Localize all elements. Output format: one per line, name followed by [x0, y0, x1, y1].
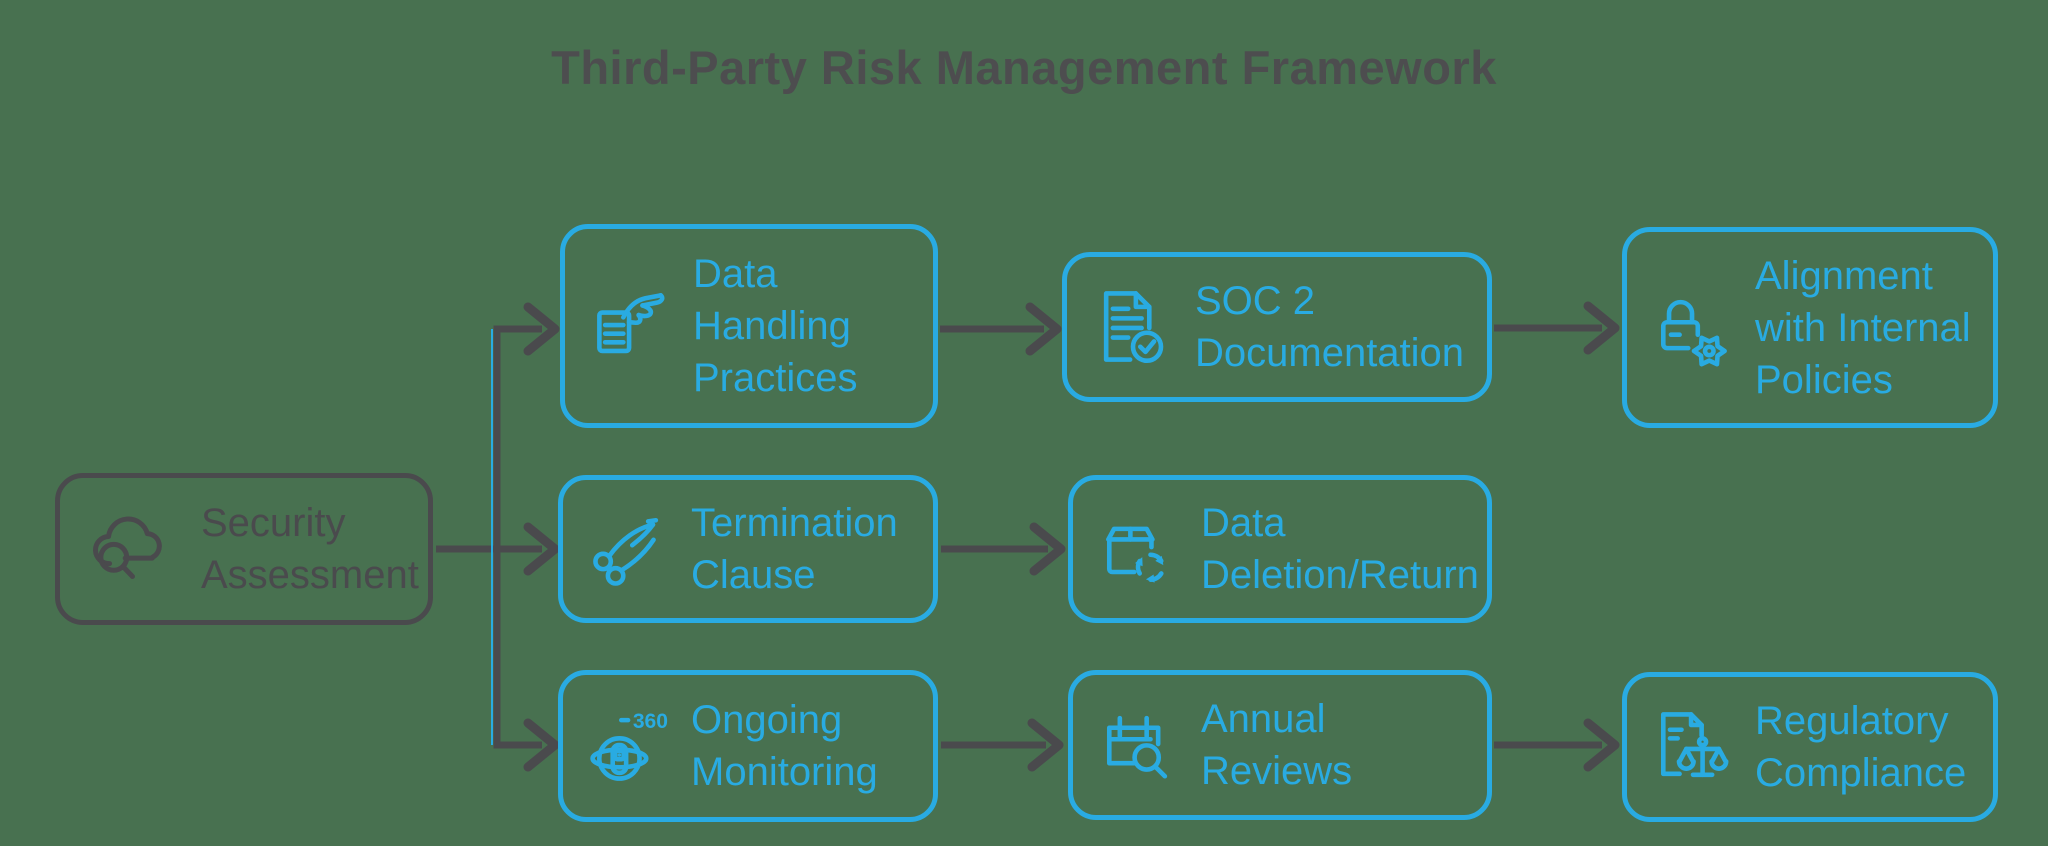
document-scales-icon [1660, 712, 1729, 778]
node-label: Alignment with Internal Policies [1755, 250, 1971, 406]
node-data-deletion-return: Data Deletion/Return [1068, 475, 1492, 623]
arrow-row1-col3-col4 [1494, 301, 1620, 355]
arrow-trunk-to-row1 [523, 302, 560, 356]
lock-gear-icon [1660, 299, 1727, 367]
hand-document-icon [597, 293, 665, 354]
label-line: Ongoing [691, 698, 843, 742]
label-line: Annual [1201, 697, 1326, 741]
scissors-icon [593, 517, 659, 586]
node-ongoing-monitoring: 360 Ongoing Monitoring [558, 670, 938, 822]
arrow-security-to-row2 [436, 522, 560, 576]
package-recycle-icon [1106, 526, 1164, 583]
label-line: Handling [693, 304, 851, 348]
node-annual-reviews: Annual Reviews [1068, 670, 1492, 820]
node-label: Annual Reviews [1201, 693, 1352, 797]
page-title: Third-Party Risk Management Framework [551, 41, 1497, 94]
label-line: Regulatory [1755, 699, 1949, 743]
label-line: Termination [691, 501, 898, 545]
label-line: with Internal [1755, 305, 1971, 350]
label-line: Documentation [1195, 331, 1465, 375]
document-check-icon [1103, 291, 1164, 364]
recycle-arrows [1135, 552, 1164, 583]
label-line: SOC 2 [1195, 279, 1316, 323]
label-line: Alignment [1755, 253, 1933, 298]
node-security-assessment: Security Assessment [55, 473, 433, 625]
arrow-row2-col2-col3 [941, 522, 1066, 576]
arrow-trunk-to-row3 [523, 718, 560, 772]
label-line: Data [1201, 501, 1286, 545]
label-line: Clause [691, 553, 816, 597]
calendar-search-icon [1106, 715, 1168, 779]
node-label: SOC 2 Documentation [1195, 275, 1464, 379]
label-line: Compliance [1755, 751, 1967, 795]
node-label: Data Handling Practices [693, 248, 858, 404]
node-alignment-internal-policies: Alignment with Internal Policies [1622, 227, 1998, 428]
label-line: Monitoring [691, 750, 878, 794]
label-line: Reviews [1201, 749, 1353, 793]
label-line: Deletion/Return [1201, 553, 1479, 597]
label-line: Policies [1755, 357, 1893, 402]
cloud-search-icon [93, 516, 162, 580]
branch-trunk [491, 325, 542, 749]
node-label: Data Deletion/Return [1201, 497, 1479, 601]
node-label: Ongoing Monitoring [691, 694, 878, 798]
node-label: Regulatory Compliance [1755, 695, 1966, 799]
arrow-row1-col2-col3 [940, 302, 1062, 356]
badge-360: 360 [633, 710, 668, 733]
node-termination-clause: Termination Clause [558, 475, 938, 623]
label-line: Data [693, 252, 778, 296]
arrow-row3-col3-col4 [1494, 718, 1620, 772]
label-line: Security [201, 501, 346, 545]
node-label: Termination Clause [691, 497, 898, 601]
node-data-handling-practices: Data Handling Practices [560, 224, 938, 428]
arrow-row3-col2-col3 [941, 718, 1064, 772]
label-line: Practices [693, 356, 858, 400]
node-label: Security Assessment [201, 497, 419, 601]
node-soc2-documentation: SOC 2 Documentation [1062, 252, 1492, 402]
globe-360-icon: 360 [590, 710, 668, 781]
label-line: Assessment [201, 553, 419, 597]
node-regulatory-compliance: Regulatory Compliance [1622, 672, 1998, 822]
